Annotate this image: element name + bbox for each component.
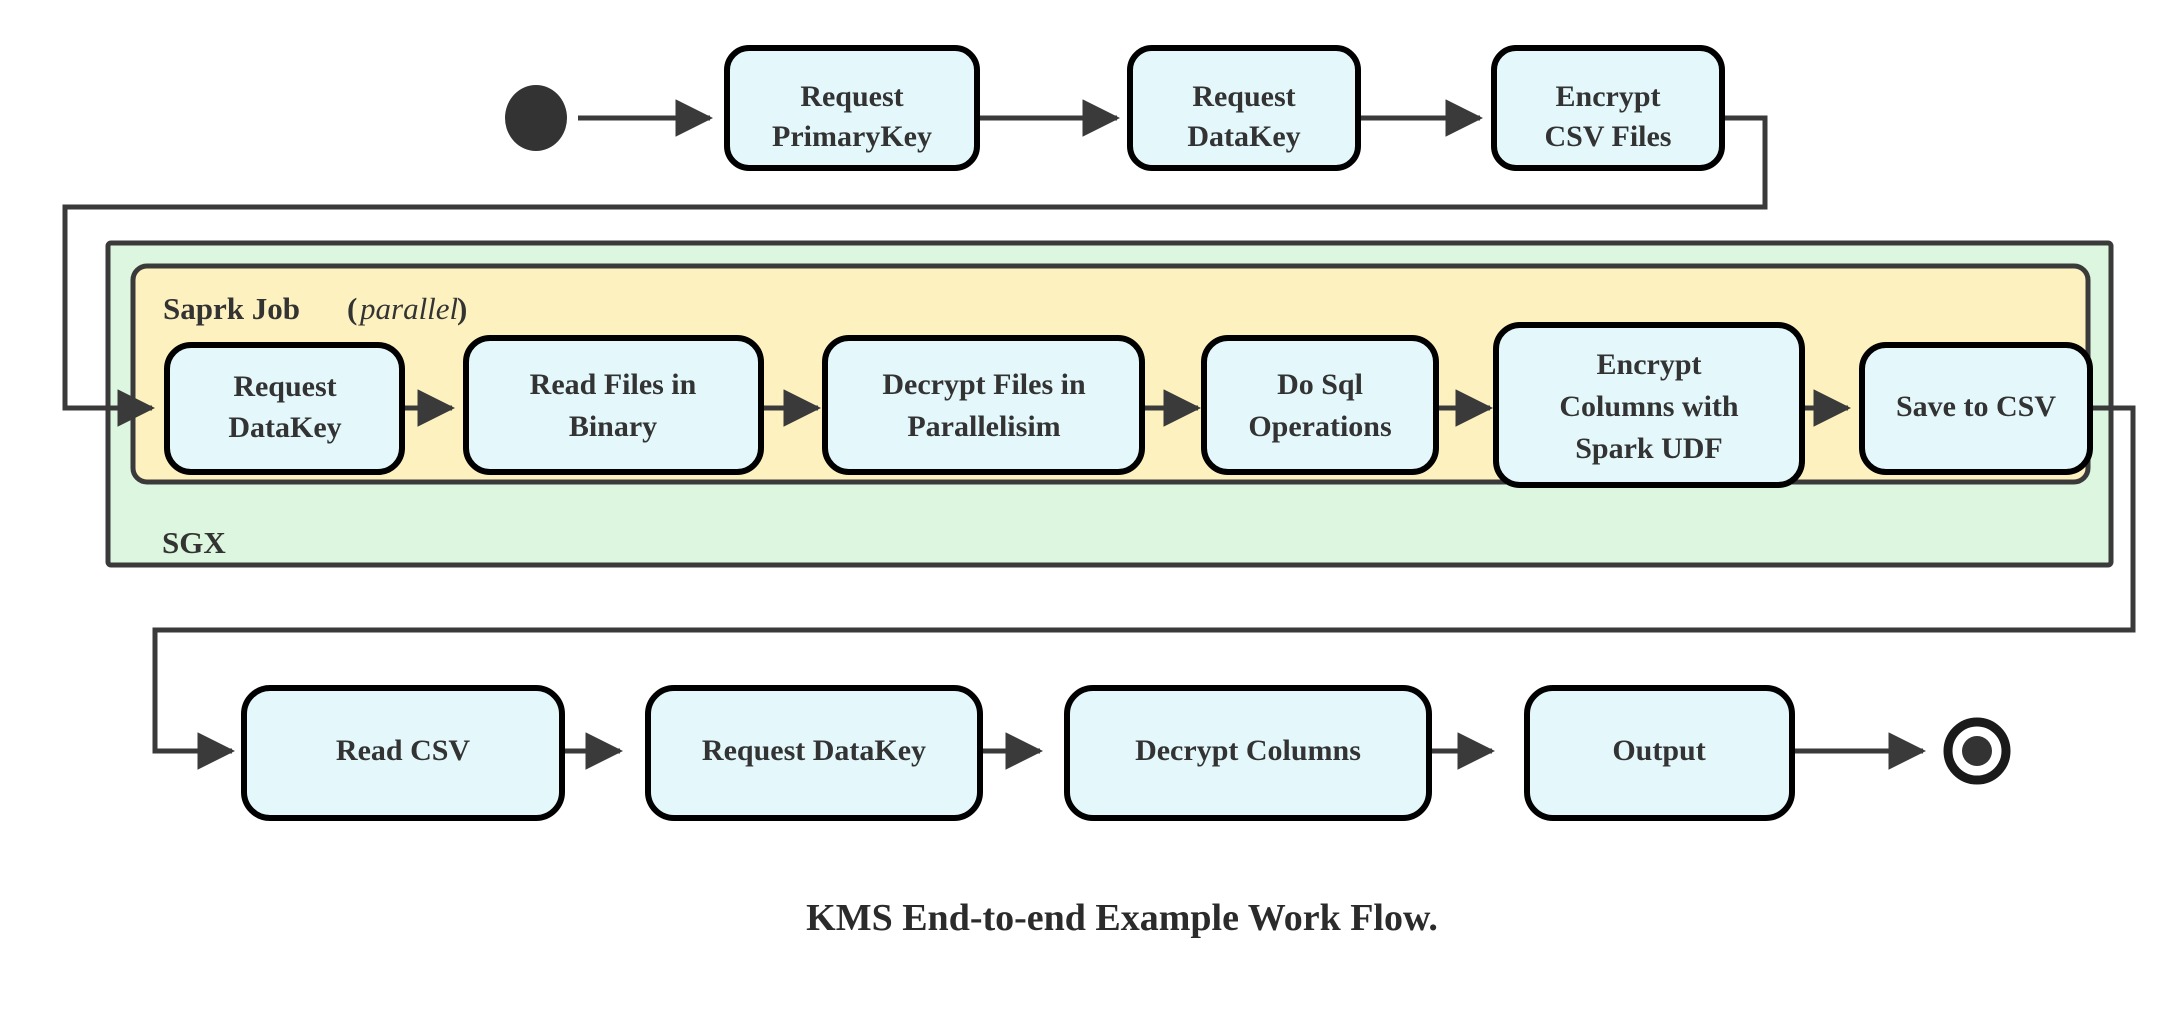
node-label-line: Encrypt (1556, 80, 1661, 113)
node-label-line: Request (1192, 80, 1295, 113)
node-label-line: Operations (1248, 410, 1391, 443)
node-label-line: CSV Files (1545, 120, 1672, 153)
node-label-line: Decrypt Columns (1135, 734, 1361, 767)
node-label-line: Do Sql (1277, 368, 1363, 401)
node-label-line: Decrypt Files in (882, 368, 1086, 401)
node-label-line: DataKey (1187, 120, 1300, 153)
node-label-line: Binary (569, 410, 657, 443)
node-do-sql-operations[interactable]: Do Sql Operations (1201, 335, 1439, 475)
node-request-datakey-spark[interactable]: Request DataKey (164, 342, 405, 475)
edge-layer (62, 99, 2136, 770)
node-request-datakey-bottom[interactable]: Request DataKey (645, 685, 983, 821)
group-label-spark-job: Saprk Job (163, 291, 300, 326)
node-read-files-in-binary[interactable]: Read Files in Binary (463, 335, 764, 475)
node-label-line: DataKey (228, 411, 341, 444)
node-output[interactable]: Output (1524, 685, 1795, 821)
node-request-datakey-top[interactable]: Request DataKey (1127, 45, 1361, 171)
end-node (1943, 717, 2011, 785)
group-label-spark-job-suffix-close: ) (457, 291, 467, 326)
node-label-line: Encrypt (1597, 348, 1702, 381)
node-encrypt-csv-files[interactable]: Encrypt CSV Files (1491, 45, 1725, 171)
node-label-line: Save to CSV (1896, 390, 2056, 423)
node-label-line: Request (800, 80, 903, 113)
node-label-line: Request (233, 370, 336, 403)
node-decrypt-files-in-parallelisim[interactable]: Decrypt Files in Parallelisim (822, 335, 1145, 475)
edge-save-to-csv-to-read-csv (152, 405, 2136, 770)
start-node (505, 85, 567, 151)
node-label-line: Read CSV (336, 734, 471, 767)
node-label-line: Output (1612, 734, 1705, 767)
group-label-sgx: SGX (162, 525, 226, 560)
group-label-spark-job-suffix-open: ( (347, 291, 357, 326)
diagram-caption: KMS End-to-end Example Work Flow. (806, 897, 1438, 939)
node-read-csv[interactable]: Read CSV (241, 685, 565, 821)
node-decrypt-columns[interactable]: Decrypt Columns (1064, 685, 1432, 821)
node-encrypt-columns-with-spark-udf[interactable]: Encrypt Columns with Spark UDF (1493, 322, 1805, 488)
node-request-primarykey[interactable]: Request PrimaryKey (724, 45, 980, 171)
node-label-line: Parallelisim (907, 410, 1060, 443)
node-save-to-csv[interactable]: Save to CSV (1859, 342, 2093, 475)
node-label-line: Request DataKey (702, 734, 926, 767)
node-label-line: Columns with (1559, 390, 1739, 423)
group-label-spark-job-parallel: parallel (358, 291, 458, 326)
edge-encrypt-csv-files-to-request-datakey-spark (62, 115, 1768, 427)
node-label-line: PrimaryKey (772, 120, 932, 153)
node-label-line: Spark UDF (1575, 432, 1723, 465)
node-label-line: Read Files in (530, 368, 697, 401)
